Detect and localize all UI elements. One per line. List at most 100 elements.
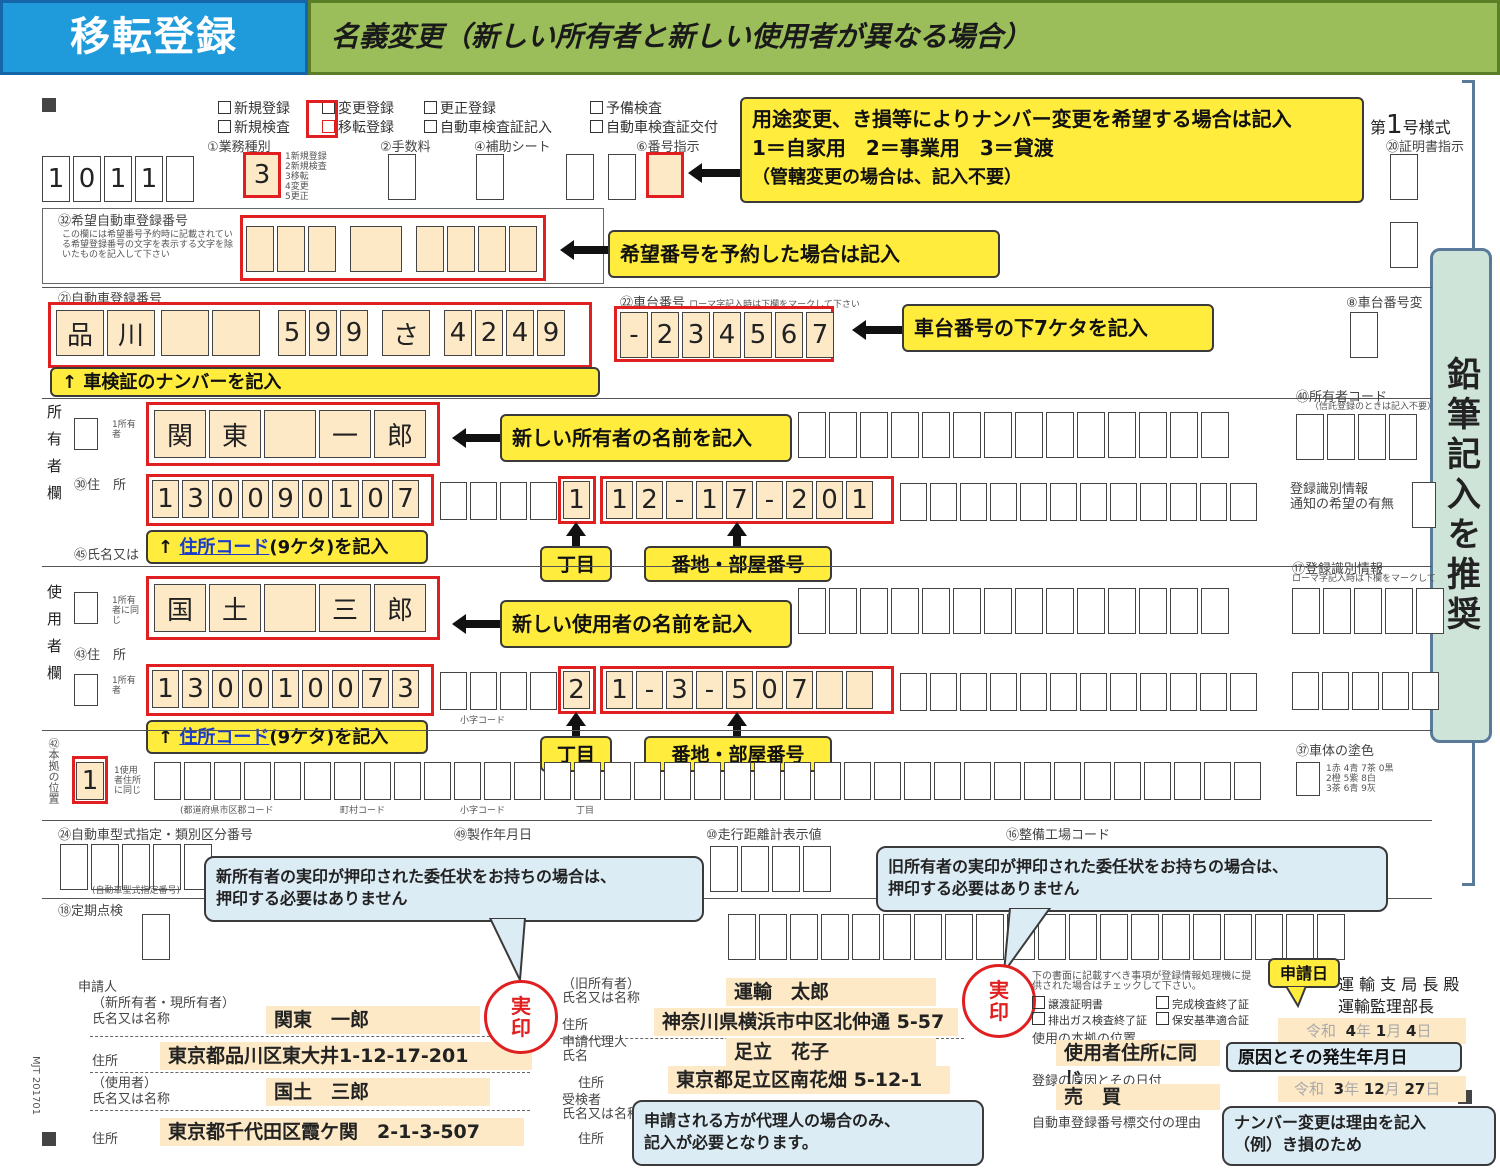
- fee-box[interactable]: [388, 154, 416, 200]
- owner-address-extra[interactable]: [440, 482, 560, 520]
- check-safety-cert[interactable]: 保安基準適合証: [1156, 1012, 1249, 1028]
- arrow-user-chome: [566, 712, 586, 726]
- label-certificate: ⑳証明書指示: [1386, 140, 1465, 155]
- label-owner-address: ㉚住 所: [74, 478, 127, 493]
- label-body-color: ㊲車体の塗色: [1296, 744, 1375, 759]
- misc-box-2[interactable]: [608, 154, 636, 200]
- user-check-box[interactable]: [74, 592, 98, 624]
- arrow-desired-bar: [572, 246, 612, 254]
- check-cert-issue[interactable]: 自動車検査証交付: [590, 117, 718, 137]
- misc-box[interactable]: [566, 154, 594, 200]
- owner-name-field[interactable]: 関 東 一 郎: [154, 410, 429, 458]
- certificate-box-2[interactable]: [1390, 222, 1418, 268]
- user-address-extra[interactable]: [440, 672, 560, 710]
- registration-number-field[interactable]: 品 川 5 9 9 さ 4 2 4 9: [56, 310, 568, 356]
- user-right-boxes[interactable]: [1292, 672, 1442, 710]
- label-recipient-address: 住所: [578, 1132, 605, 1147]
- certificate-box[interactable]: [1390, 154, 1418, 200]
- check-pre-inspection[interactable]: 予備検査: [590, 98, 662, 118]
- label-name: ㊺氏名又は: [74, 548, 140, 563]
- form-number: 第1号様式: [1370, 110, 1451, 140]
- office-code-digit[interactable]: 1: [135, 156, 163, 202]
- arrow-user-name-bar: [464, 620, 504, 628]
- header-title: 名義変更（新しい所有者と新しい使用者が異なる場合）: [308, 0, 1500, 75]
- check-completion-cert[interactable]: 完成検査終了証: [1156, 996, 1249, 1012]
- body-color-box[interactable]: [1296, 762, 1320, 796]
- number-instruction-field[interactable]: [646, 152, 684, 198]
- user-address: 東京都千代田区霞ケ関 2-1-3-507: [160, 1118, 524, 1146]
- odometer-field[interactable]: [710, 846, 834, 892]
- check-transfer-cert[interactable]: 譲渡証明書: [1032, 996, 1103, 1012]
- user-name: 国土 三郎: [266, 1078, 490, 1106]
- owner-check-box[interactable]: [74, 418, 98, 450]
- label-fee: ②手数料: [380, 140, 431, 155]
- desired-number-desc: この欄には希望番号予約時に記載されている希望登録番号の文字を表示する文字を除いた…: [62, 230, 234, 260]
- arrow-user-banchi-bar: [733, 725, 741, 739]
- new-owner-address: 東京都品川区東大井1-12-17-201: [160, 1042, 532, 1070]
- periodic-inspection-box[interactable]: [142, 914, 170, 960]
- chassis-field[interactable]: - 2 3 4 5 6 7: [620, 312, 837, 358]
- model-field[interactable]: [60, 844, 215, 890]
- owner-address-code-field[interactable]: 1 3 0 0 9 0 1 0 7: [152, 480, 422, 518]
- owner-banchi-highlight: [600, 476, 894, 524]
- reg-id-wish-box[interactable]: [1412, 482, 1436, 528]
- annotation-owner-name: 新しい所有者の名前を記入: [500, 414, 792, 462]
- desired-number-field[interactable]: [246, 226, 540, 272]
- label-user-address: ㊸住 所: [74, 648, 127, 663]
- annotation-owner-chome: 丁目: [540, 546, 612, 582]
- annotation-cause-date: 原因とその発生年月日: [1226, 1042, 1462, 1072]
- aux-sheet-box[interactable]: [476, 154, 504, 200]
- small-code-label: 小字コード: [460, 716, 506, 726]
- divider: [42, 730, 1432, 731]
- check-new-inspection[interactable]: 新規検査: [218, 117, 290, 137]
- owner-banchi-field[interactable]: 1 2 - 1 7 - 2 0 1: [606, 481, 876, 519]
- label-plate-reason: 自動車登録番号標交付の理由: [1032, 1116, 1202, 1131]
- chassis-right-box[interactable]: [1350, 312, 1378, 358]
- callout-new-owner-tail: [488, 918, 527, 984]
- user-banchi-field[interactable]: 1 - 3 - 5 0 7: [606, 671, 876, 709]
- lower-field-boxes[interactable]: [728, 914, 1348, 960]
- base-address-field[interactable]: [154, 762, 1264, 800]
- business-type-field[interactable]: 3: [243, 152, 281, 198]
- owner-code-field[interactable]: [1296, 414, 1420, 460]
- user-address-extra-2[interactable]: [900, 673, 1260, 711]
- owner-address-extra-2[interactable]: [900, 483, 1260, 521]
- user-name-field[interactable]: 国 土 三 郎: [154, 584, 429, 632]
- user-address-code-field[interactable]: 1 3 0 0 1 0 0 7 3: [152, 670, 422, 708]
- base-check-field[interactable]: 1: [76, 762, 104, 800]
- check-transfer-reg[interactable]: 移転登録: [322, 117, 394, 137]
- pref-code-label: (都道府県市区郡コード: [180, 806, 274, 816]
- check-cert-entry[interactable]: 自動車検査証記入: [424, 117, 552, 137]
- user-name-extra-boxes[interactable]: [798, 588, 1232, 634]
- dash-divider: [90, 1072, 530, 1073]
- arrow-user-chome-bar: [572, 725, 580, 739]
- owner-name-extra-boxes[interactable]: [798, 412, 1232, 458]
- annotation-user-address-code: ↑ 住所コード(9ケタ)を記入: [146, 720, 428, 754]
- office-code-digit[interactable]: 0: [73, 156, 101, 202]
- user-check-label: 1所有者に同じ: [112, 596, 140, 626]
- body-color-options: 1赤 4青 7茶 0黒 2橙 5紫 8白 3茶 6青 9灰: [1326, 764, 1394, 794]
- label-reg-id-wish: 登録識別情報 通知の希望の有無: [1290, 482, 1395, 512]
- office-code-digit[interactable]: 1: [104, 156, 132, 202]
- reg-id-info-field[interactable]: [1292, 588, 1447, 634]
- cause-value: 売 買: [1056, 1084, 1220, 1110]
- owner-chome-field[interactable]: 1: [563, 481, 590, 519]
- user-chome-field[interactable]: 2: [563, 671, 590, 709]
- arrow-plate-change: [688, 163, 702, 183]
- new-owner-name: 関東 一郎: [266, 1006, 480, 1034]
- label-user: （使用者） 氏名又は名称: [92, 1076, 171, 1107]
- user-address-check-box[interactable]: [74, 674, 98, 706]
- registration-mark: [42, 98, 56, 112]
- agent-address: 東京都足立区南花畑 5-12-1: [668, 1066, 950, 1094]
- office-code-digit[interactable]: 1: [42, 156, 70, 202]
- owner-check-label: 1所有者: [112, 420, 136, 440]
- check-emission-cert[interactable]: 排出ガス検査終了証: [1032, 1012, 1147, 1028]
- check-new-reg[interactable]: 新規登録: [218, 98, 290, 118]
- model-sub-label: (自動車型式指定番号): [92, 886, 181, 896]
- divider: [42, 566, 1432, 567]
- office-code-field[interactable]: 1 0 1 1: [42, 156, 197, 202]
- owner-address-highlight: [146, 474, 434, 526]
- check-correction-reg[interactable]: 更正登録: [424, 98, 496, 118]
- arrow-owner-name: [452, 428, 466, 448]
- office-code-digit[interactable]: [166, 156, 194, 202]
